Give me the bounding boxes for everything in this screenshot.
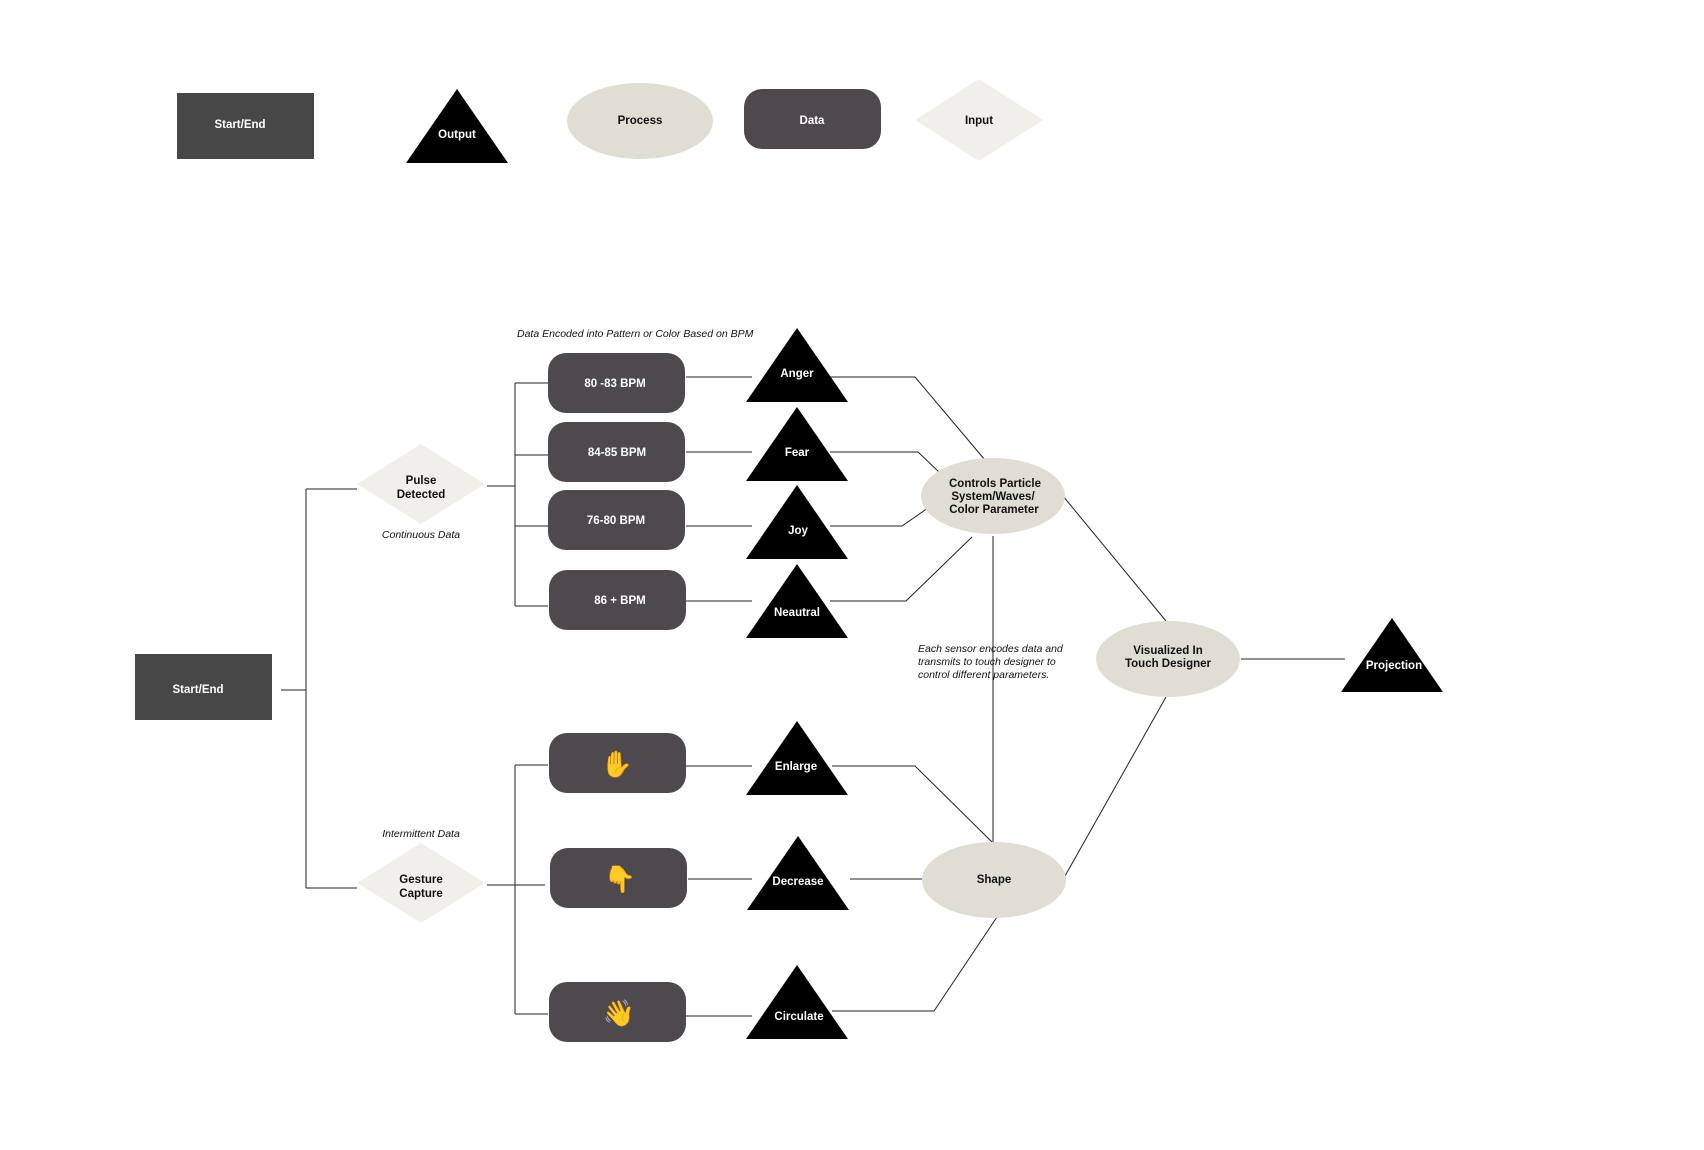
data-gesture-waving-hand: 👋 [549, 982, 686, 1042]
legend-data-shape [744, 89, 881, 149]
output-joy: Joy [746, 485, 848, 559]
gesture-label-line2: Capture [399, 888, 442, 900]
waving-hand-icon: 👋 [603, 999, 635, 1029]
data-gesture-pointing-down: 👇 [550, 848, 687, 908]
legend-process-label: Process [618, 115, 663, 127]
data-bpm-80-83: 80 -83 BPM [548, 353, 685, 413]
bpm-encoding-note: Data Encoded into Pattern or Color Based… [517, 328, 754, 340]
raised-hand-icon: ✋ [601, 749, 633, 780]
legend-input-shape [915, 79, 1043, 161]
emotion-label: Joy [788, 525, 808, 537]
process-shape: Shape [922, 842, 1066, 918]
output-fear: Fear [746, 407, 848, 481]
output-enlarge: Enlarge [746, 721, 848, 795]
output-decrease: Decrease [747, 836, 849, 910]
pointing-down-icon: 👇 [604, 865, 636, 895]
sensor-note-line2: transmits to touch designer to [918, 656, 1056, 668]
intermittent-data-note: Intermittent Data [382, 828, 460, 840]
connectors [281, 376, 1345, 1017]
projection-label: Projection [1366, 660, 1422, 672]
input-gesture-capture: Gesture Capture [357, 843, 485, 923]
bpm-label: 80 -83 BPM [584, 378, 645, 390]
sensor-note-line3: control different parameters. [918, 669, 1049, 681]
start-end-label: Start/End [172, 684, 223, 696]
output-anger: Anger [746, 328, 848, 402]
data-bpm-84-85: 84-85 BPM [548, 422, 685, 482]
output-circulate: Circulate [746, 965, 848, 1039]
controls-label-line2: System/Waves/ [951, 491, 1035, 503]
visualized-label-line2: Touch Designer [1125, 658, 1212, 670]
bpm-label: 86 + BPM [594, 595, 645, 607]
input-pulse-detected: Pulse Detected [357, 444, 485, 524]
process-visualized-touch-designer: Visualized In Touch Designer [1096, 621, 1240, 697]
emotion-label: Anger [780, 368, 814, 380]
data-bpm-86-plus: 86 + BPM [549, 570, 686, 630]
legend-data-label: Data [800, 115, 826, 127]
emotion-label: Fear [785, 447, 810, 459]
gesture-output-label: Decrease [772, 876, 823, 888]
pulse-label-line1: Pulse [406, 475, 437, 487]
legend-process-shape [567, 83, 713, 159]
legend-output-shape [406, 89, 508, 163]
bpm-label: 84-85 BPM [588, 447, 646, 459]
output-projection: Projection [1341, 618, 1443, 692]
continuous-data-note: Continuous Data [382, 529, 460, 541]
output-neautral: Neautral [746, 564, 848, 638]
gesture-label-line1: Gesture [399, 874, 442, 886]
pulse-label-line2: Detected [397, 489, 446, 501]
gesture-output-label: Circulate [774, 1011, 823, 1023]
controls-label-line1: Controls Particle [949, 478, 1041, 490]
legend-start-end-shape [177, 93, 314, 159]
legend-output-label: Output [438, 129, 476, 141]
bpm-label: 76-80 BPM [587, 515, 645, 527]
emotion-label: Neautral [774, 607, 820, 619]
process-controls-particle: Controls Particle System/Waves/ Color Pa… [921, 458, 1065, 534]
sensor-note-line1: Each sensor encodes data and [918, 643, 1064, 655]
controls-label-line3: Color Parameter [949, 504, 1039, 516]
gesture-output-label: Enlarge [775, 761, 817, 773]
data-gesture-raised-hand: ✋ [549, 733, 686, 793]
legend-input-label: Input [965, 115, 993, 127]
legend: Start/End Output Process Data Input [177, 79, 1043, 163]
visualized-label-line1: Visualized In [1133, 645, 1202, 657]
legend-start-end-label: Start/End [214, 119, 265, 131]
shape-label: Shape [977, 874, 1012, 886]
data-bpm-76-80: 76-80 BPM [548, 490, 685, 550]
start-end-node: Start/End [135, 654, 272, 720]
